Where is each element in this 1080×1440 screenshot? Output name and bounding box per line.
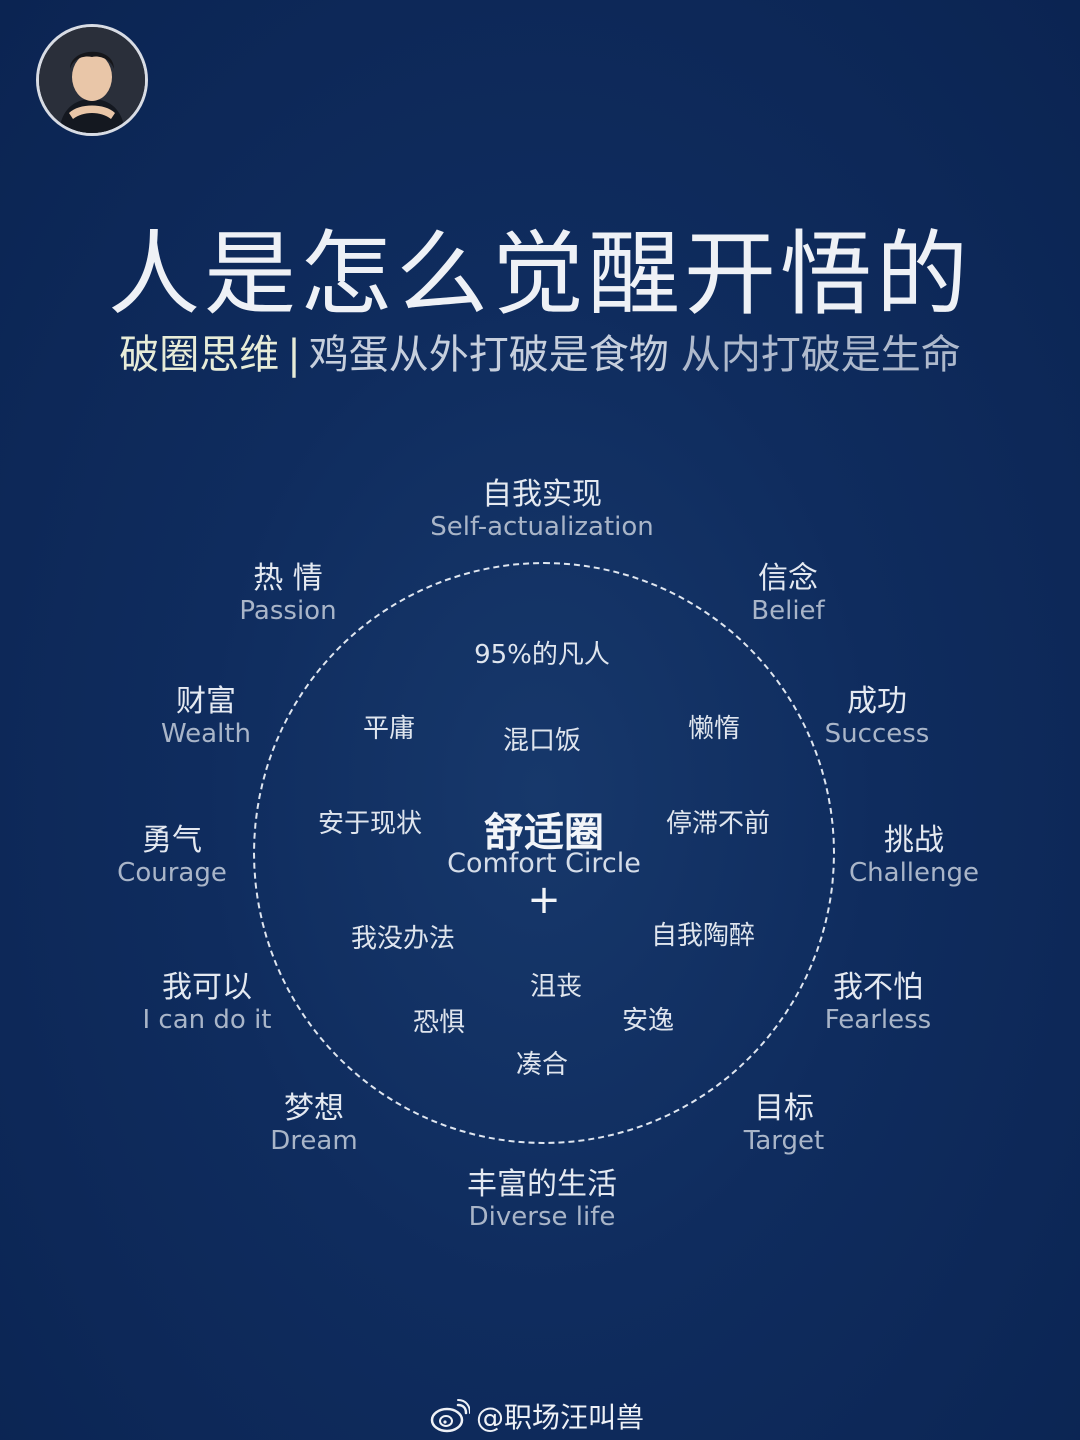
label-dream: 梦想 Dream <box>270 1091 358 1157</box>
label-zh: 自我实现 <box>481 477 602 512</box>
label-en: Self-actualization <box>430 512 654 542</box>
label-en: Passion <box>239 596 337 626</box>
label-challenge: 挑战 Challenge <box>849 823 979 889</box>
label-en: Dream <box>270 1126 358 1156</box>
label-target: 目标 Target <box>743 1091 825 1157</box>
center-title-zh: 舒适圈 <box>484 810 604 856</box>
label-en: Wealth <box>160 719 252 749</box>
label-en: I can do it <box>142 1005 272 1035</box>
label-zh: 财富 <box>175 684 236 719</box>
plus-icon: + <box>527 877 561 923</box>
inner-word: 自我陶醉 <box>650 921 756 951</box>
inner-word: 恐惧 <box>412 1008 466 1038</box>
inner-word: 沮丧 <box>529 972 583 1002</box>
label-en: Target <box>743 1126 825 1156</box>
inner-word: 我没办法 <box>350 924 456 954</box>
center-title-en: Comfort Circle <box>447 848 641 879</box>
avatar[interactable] <box>36 24 148 136</box>
label-zh: 我不怕 <box>833 970 923 1005</box>
inner-word: 平庸 <box>362 714 416 744</box>
label-en: Fearless <box>824 1005 932 1035</box>
label-en: Success <box>824 719 930 749</box>
label-success: 成功 Success <box>824 684 930 750</box>
weibo-icon <box>430 1399 470 1433</box>
inner-word: 懒惰 <box>687 714 741 744</box>
label-en: Challenge <box>849 858 979 888</box>
subtitle: 破圈思维|鸡蛋从外打破是食物从内打破是生命 <box>0 322 1080 380</box>
label-zh: 我可以 <box>162 970 252 1005</box>
label-courage: 勇气 Courage <box>117 823 227 889</box>
label-en: Belief <box>751 596 825 626</box>
label-zh: 成功 <box>846 684 907 719</box>
subtitle-text-1: 鸡蛋从外打破是食物 <box>308 332 669 378</box>
watermark-handle: @职场汪叫兽 <box>476 1401 645 1434</box>
label-zh: 丰富的生活 <box>467 1167 617 1202</box>
label-belief: 信念 Belief <box>751 561 825 627</box>
label-zh: 梦想 <box>284 1091 344 1126</box>
subtitle-separator: | <box>287 332 301 378</box>
label-zh: 挑战 <box>884 823 944 858</box>
label-fearless: 我不怕 Fearless <box>824 970 932 1036</box>
label-wealth: 财富 Wealth <box>160 684 252 750</box>
subtitle-highlight: 破圈思维 <box>119 332 280 378</box>
inner-word: 安逸 <box>621 1006 675 1036</box>
inner-word: 凑合 <box>515 1050 569 1080</box>
label-en: Courage <box>117 858 227 888</box>
person-portrait-icon <box>39 27 145 133</box>
label-zh: 信念 <box>758 561 818 596</box>
label-zh: 勇气 <box>141 823 202 858</box>
subtitle-text-2: 从内打破是生命 <box>680 332 961 378</box>
inner-word: 95%的凡人 <box>474 640 610 670</box>
label-diverse-life: 丰富的生活 Diverse life <box>467 1167 617 1233</box>
label-en: Diverse life <box>468 1202 616 1232</box>
label-self-actualization: 自我实现 Self-actualization <box>430 477 654 543</box>
comfort-circle-ring <box>253 562 835 1144</box>
label-zh: 目标 <box>754 1091 814 1126</box>
page-title: 人是怎么觉醒开悟的 <box>107 221 972 328</box>
label-zh: 热 情 <box>253 561 323 596</box>
inner-word: 混口饭 <box>502 726 582 756</box>
label-passion: 热 情 Passion <box>239 561 337 627</box>
inner-word: 停滞不前 <box>665 809 771 839</box>
inner-word: 安于现状 <box>317 809 423 839</box>
watermark: @职场汪叫兽 <box>430 1396 644 1436</box>
label-i-can-do-it: 我可以 I can do it <box>142 970 272 1036</box>
